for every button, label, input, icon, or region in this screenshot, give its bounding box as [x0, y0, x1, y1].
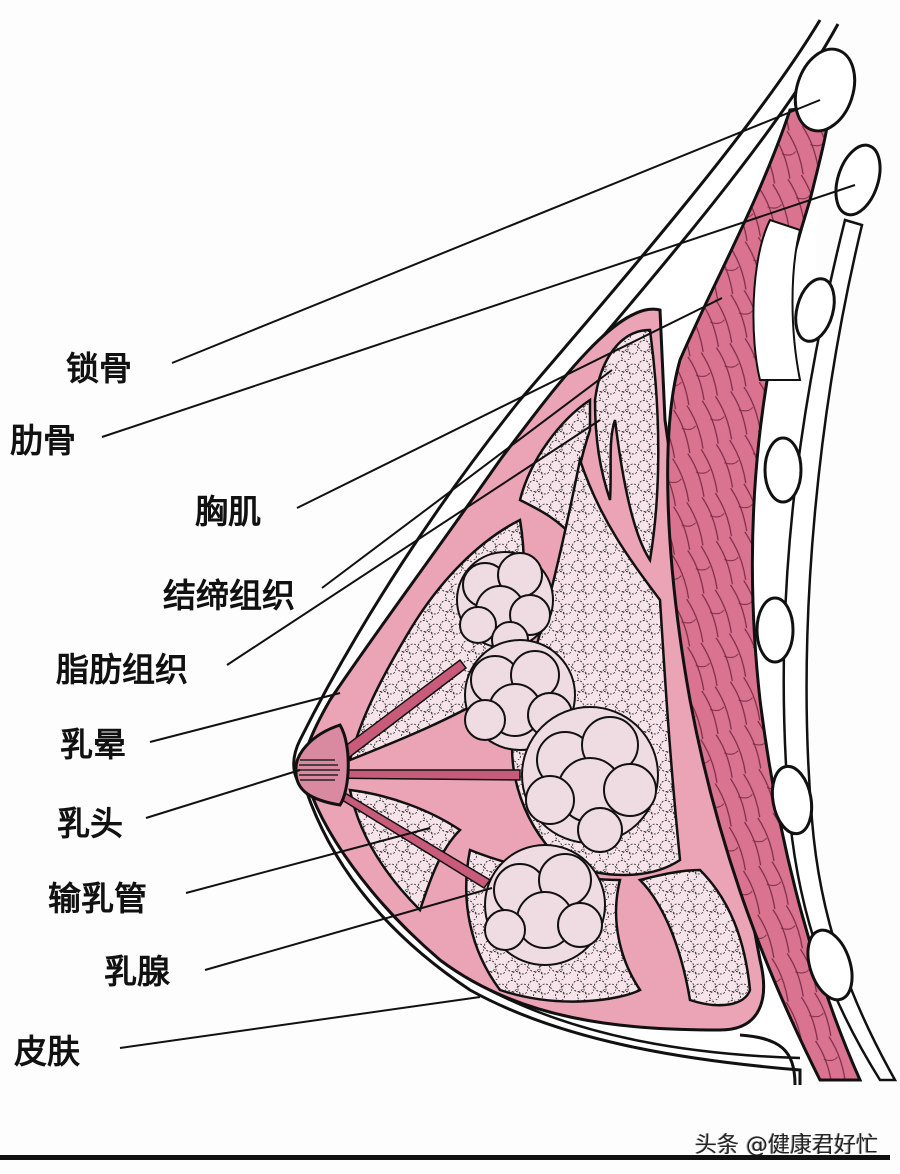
leader-line-lactiferous-duct — [185, 827, 431, 894]
inframammary-fold — [739, 1033, 797, 1086]
label-clavicle: 锁骨 — [66, 349, 132, 388]
watermark: 头条 @健康君好忙 — [695, 1133, 878, 1158]
rib-bone-3 — [763, 436, 803, 504]
label-skin: 皮肤 — [14, 1032, 80, 1071]
leader-line-pectoral-muscle — [296, 297, 723, 509]
rib-bone-5 — [770, 764, 814, 836]
label-nipple: 乳头 — [57, 804, 123, 843]
leader-line-nipple — [145, 769, 301, 819]
rib-bone-4 — [755, 596, 795, 664]
label-mammary-gland: 乳腺 — [104, 952, 170, 991]
label-rib: 肋骨 — [10, 421, 76, 460]
leader-line-skin — [119, 996, 481, 1049]
leader-line-clavicle — [171, 99, 821, 364]
label-adipose-tissue: 脂肪组织 — [56, 650, 188, 689]
label-connective-tissue: 结缔组织 — [163, 576, 295, 615]
gland-cluster-4 — [484, 844, 606, 966]
bottom-rule — [0, 1155, 890, 1160]
label-lactiferous-duct: 输乳管 — [48, 879, 147, 918]
leader-line-mammary-gland — [204, 887, 493, 971]
leader-line-adipose-tissue — [226, 419, 601, 666]
clavicle-bone — [793, 47, 857, 133]
leader-line-connective-tissue — [321, 369, 613, 589]
leader-line-areola — [149, 692, 341, 743]
mammary-gland-lobules — [456, 551, 659, 966]
rib-bone-2 — [794, 277, 836, 343]
lactiferous-ducts — [317, 658, 521, 889]
rib-cage — [752, 47, 898, 1082]
label-pectoral-muscle: 胸肌 — [195, 492, 261, 531]
rib-bone-6 — [806, 928, 854, 1002]
gland-cluster-3 — [521, 706, 659, 853]
rib-bone-1 — [834, 143, 882, 217]
leader-line-rib — [101, 184, 856, 438]
leader-lines — [101, 99, 856, 1049]
nipple-areola — [294, 723, 350, 807]
label-areola: 乳晕 — [60, 725, 126, 764]
